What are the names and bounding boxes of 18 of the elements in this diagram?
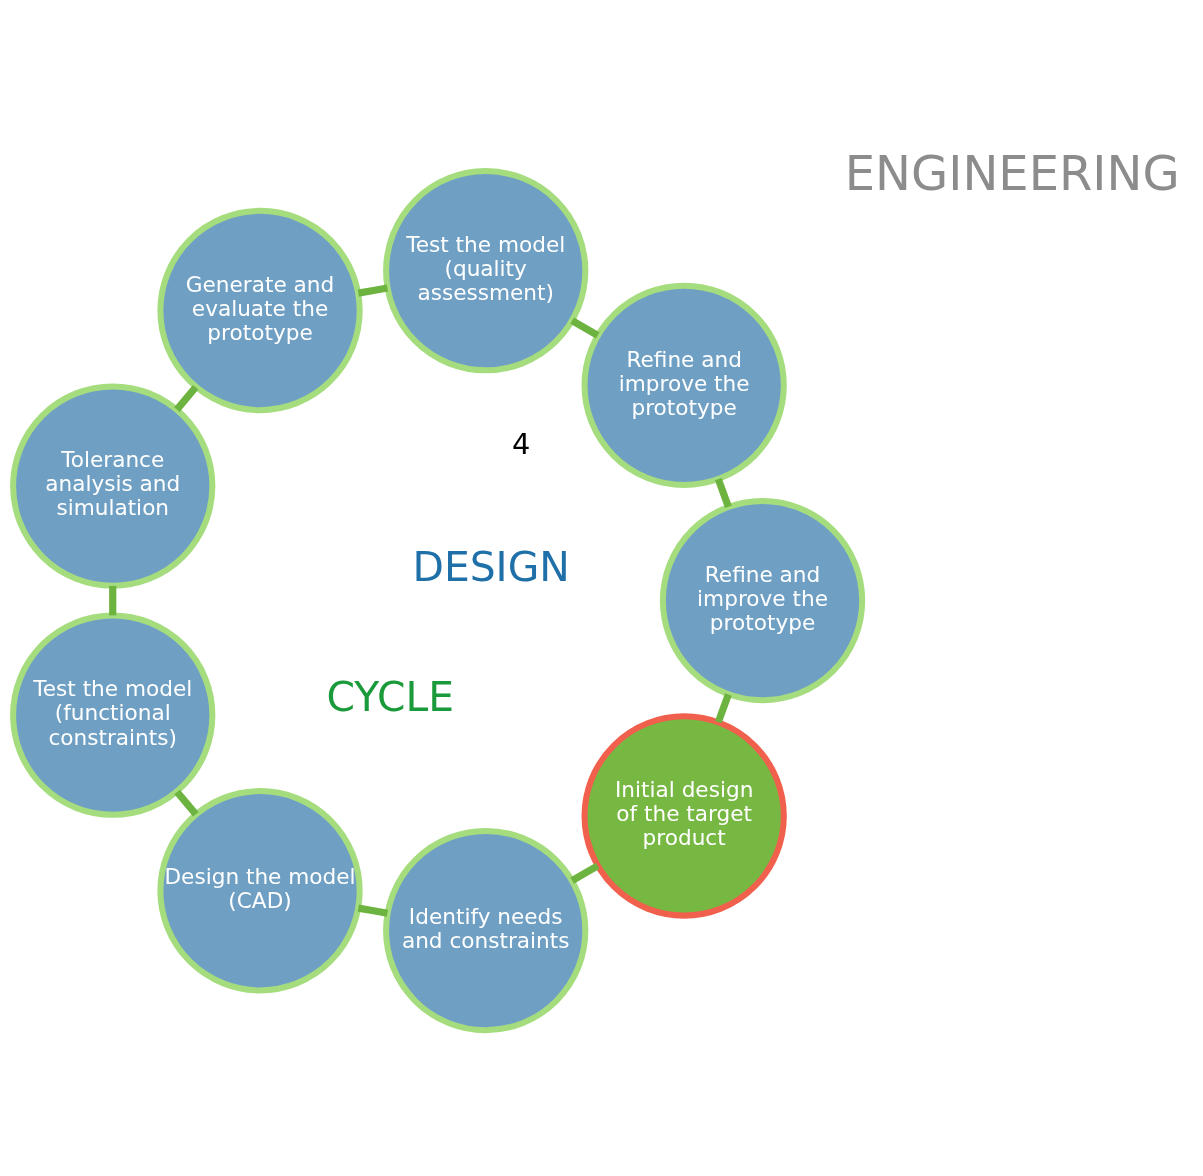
connector — [174, 789, 199, 817]
node-circle: Refine and improve the prototype — [659, 497, 866, 703]
node-circle: Test the model (quality assessment) — [383, 167, 589, 373]
connector — [174, 384, 199, 412]
connector — [357, 284, 388, 297]
node-circle: Initial design of the target product — [581, 712, 787, 919]
connector — [570, 317, 600, 338]
connector — [357, 904, 388, 917]
connector — [714, 692, 732, 723]
connector — [570, 862, 600, 884]
connector — [714, 477, 732, 508]
node-circle: Refine and improve the prototype — [581, 282, 787, 488]
connector — [109, 585, 117, 615]
label: 4 — [512, 426, 531, 461]
label: DESIGN — [412, 542, 570, 591]
label: CYCLE — [326, 672, 455, 721]
node-circle: Identify needs and constraints — [383, 827, 589, 1033]
label: ENGINEERING — [844, 144, 1180, 201]
